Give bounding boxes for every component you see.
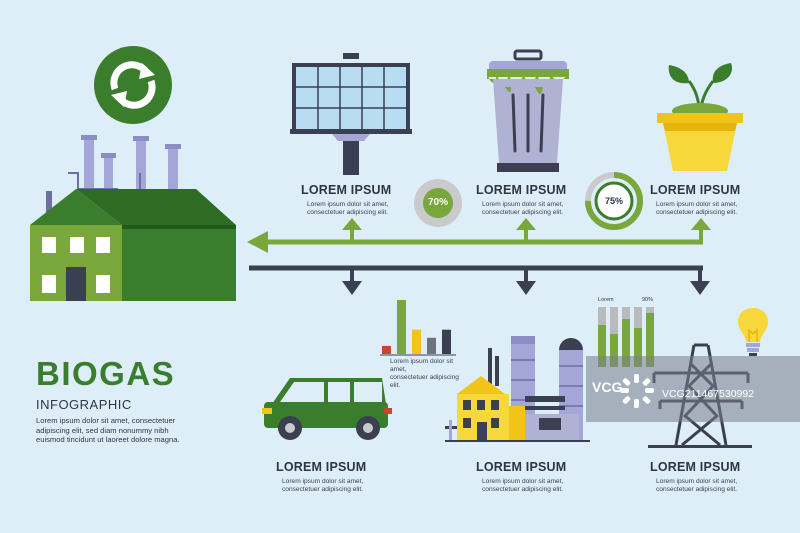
gauge-75-ring xyxy=(585,172,643,230)
bottom-step-2-heading: LOREM IPSUM xyxy=(476,460,567,474)
bottom-step-2-text: Lorem ipsum dolor sit amet, consectetuer… xyxy=(482,478,564,493)
top-step-3-text: Lorem ipsum dolor sit amet, consectetuer… xyxy=(656,201,738,216)
top-step-2-text: Lorem ipsum dolor sit amet, consectetuer… xyxy=(482,201,564,216)
page-description: Lorem ipsum dolor sit amet, consectetuer… xyxy=(36,416,180,445)
bottom-step-3-heading: LOREM IPSUM xyxy=(650,460,741,474)
top-step-2-heading: LOREM IPSUM xyxy=(476,183,567,197)
mini-bar-4 xyxy=(427,337,436,354)
watermark-code: VCG211467530992 xyxy=(662,388,755,400)
gauge-70: 70% xyxy=(413,178,463,228)
top-step-1-text: Lorem ipsum dolor sit amet, consectetuer… xyxy=(307,201,389,216)
page-title: BIOGAS xyxy=(36,355,176,392)
mini-bar-5 xyxy=(442,329,451,354)
factory-icon xyxy=(30,135,236,301)
level-bars-left-label: Lorem xyxy=(598,297,614,303)
mini-bar-3 xyxy=(412,329,421,354)
bottom-step-3-text: Lorem ipsum dolor sit amet, consectetuer… xyxy=(656,478,738,493)
solar-panel-icon xyxy=(290,53,412,175)
car-icon xyxy=(262,378,392,440)
level-bar-fill-5 xyxy=(646,313,654,367)
mini-bar-1 xyxy=(382,345,391,354)
level-bar-chart xyxy=(598,307,654,367)
level-bar-fill-1 xyxy=(598,325,606,367)
navy-flow-arrow xyxy=(249,265,710,295)
bottom-step-1-heading: LOREM IPSUM xyxy=(276,460,367,474)
plant-pot-icon xyxy=(657,63,743,171)
bottom-step-1-text: Lorem ipsum dolor sit amet, consectetuer… xyxy=(282,478,364,493)
mid-caption: Lorem ipsum dolor sit amet, consectetuer… xyxy=(390,358,459,389)
trash-can-icon xyxy=(487,49,569,172)
recycle-icon xyxy=(94,46,172,124)
watermark-logo-icon xyxy=(620,374,654,408)
page-subtitle: INFOGRAPHIC xyxy=(36,397,132,412)
mini-bar-2 xyxy=(397,300,406,354)
gauge-75-label: 75% xyxy=(604,196,623,206)
gauge-70-ring xyxy=(414,179,462,227)
mini-bar-chart xyxy=(380,300,456,356)
gauge-75: 75% xyxy=(584,171,644,231)
level-bar-fill-4 xyxy=(634,328,642,367)
watermark-brand: VCG xyxy=(592,379,623,395)
light-bulb-icon xyxy=(738,308,768,356)
gauge-70-label: 70% xyxy=(427,197,448,208)
gauge-75-arc xyxy=(585,172,643,230)
top-step-3-heading: LOREM IPSUM xyxy=(650,183,741,197)
level-bar-fill-3 xyxy=(622,319,630,367)
green-return-arrow xyxy=(247,218,711,253)
refinery-icon xyxy=(445,336,590,442)
level-bars-right-label: 90% xyxy=(642,297,654,303)
level-bar-fill-2 xyxy=(610,334,618,367)
top-step-1-heading: LOREM IPSUM xyxy=(301,183,392,197)
